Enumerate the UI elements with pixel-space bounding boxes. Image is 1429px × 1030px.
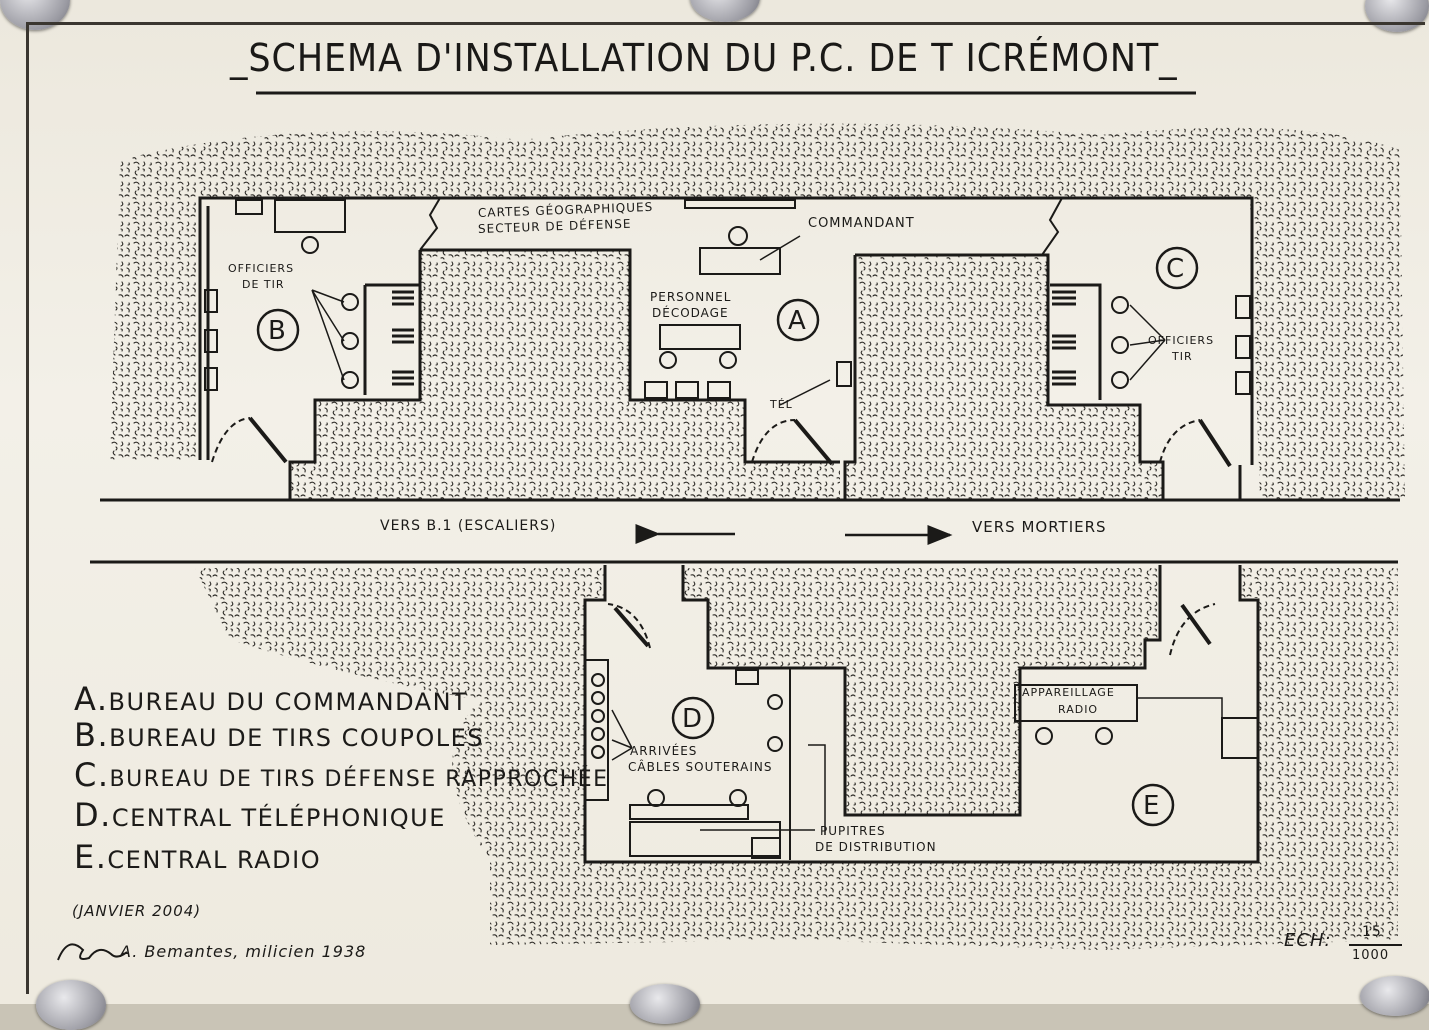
room-e-furniture [1035, 697, 1223, 745]
plan-title: _SCHEMA D'INSTALLATION DU P.C. DE T ICRÉ… [230, 36, 1178, 80]
door-swings-bottom [607, 603, 1216, 656]
label-decodage: DÉCODAGE [652, 306, 729, 320]
drawing-frame [26, 22, 1425, 994]
label-distribution: DE DISTRIBUTION [815, 840, 937, 854]
room-d-marker [671, 696, 715, 740]
room-c-furniture [1052, 290, 1251, 395]
signature-flourish [57, 943, 128, 961]
label-appareillage: APPAREILLAGE [1022, 686, 1115, 699]
floor-plan-diagram [57, 91, 1405, 961]
room-d-letter: D [682, 704, 704, 734]
room-c-letter: C [1166, 254, 1186, 284]
label-arrivees: ARRIVÉES [630, 744, 698, 758]
rock-mass-top [110, 123, 1405, 501]
label-tel: TÉL [770, 398, 793, 411]
room-markers-bottom [671, 696, 1175, 827]
room-a-furniture [644, 199, 852, 406]
door-swings-top [211, 416, 1232, 468]
signature: A. Bemantes, milicien 1938 [120, 942, 367, 961]
label-personnel: PERSONNEL [650, 290, 732, 304]
wall-crack [419, 197, 441, 251]
legend-item-a: A.BUREAU DU COMMANDANT [74, 680, 469, 718]
label-radio: RADIO [1058, 703, 1099, 716]
room-d-furniture [591, 669, 826, 859]
label-vers-mortiers: VERS MORTIERS [972, 518, 1107, 536]
thumbtack-pin [690, 0, 760, 22]
room-e-letter: E [1143, 791, 1161, 821]
scale-numerator: 15 [1362, 924, 1382, 940]
rock-mass-bottom [195, 568, 1398, 950]
rock-mass-top-inner-left [290, 250, 840, 500]
room-markers-top [256, 246, 1199, 352]
legend-item-b: B.BUREAU DE TIRS COUPOLES [74, 716, 485, 754]
rock-mass-top-inner-right [845, 255, 1163, 500]
bottom-plan-walls [90, 560, 1398, 864]
room-a-letter: A [788, 306, 807, 336]
label-officiers-c-2: TIR [1172, 350, 1193, 363]
date-note: (JANVIER 2004) [72, 902, 202, 920]
room-a-marker [776, 298, 820, 342]
wall-crack [1041, 197, 1063, 256]
label-officiers-b: OFFICIERS [228, 262, 295, 275]
legend-item-c: C.BUREAU DE TIRS DÉFENSE RAPPROCHÉE [74, 756, 609, 794]
room-b-marker [256, 308, 300, 352]
label-pupitres: PUPITRES [820, 824, 886, 838]
label-officiers-b-2: DE TIR [242, 278, 285, 291]
label-vers-b1: VERS B.1 (ESCALIERS) [380, 518, 557, 534]
label-commandant: COMMANDANT [808, 216, 915, 231]
room-b-letter: B [268, 316, 287, 346]
legend-item-e: E.CENTRAL RADIO [74, 838, 322, 876]
room-c-marker [1155, 246, 1199, 290]
scale-prefix: ECH: [1284, 930, 1332, 951]
label-officiers-c: OFFICIERS [1148, 334, 1215, 347]
legend-item-d: D.CENTRAL TÉLÉPHONIQUE [74, 796, 446, 834]
room-e-marker [1131, 783, 1175, 827]
scale-denominator: 1000 [1352, 948, 1390, 963]
top-plan-walls [100, 196, 1400, 502]
label-cables: CÂBLES SOUTERAINS [628, 760, 773, 774]
room-b-furniture [204, 199, 414, 391]
rock-mass-bottom-inner [683, 568, 1160, 815]
